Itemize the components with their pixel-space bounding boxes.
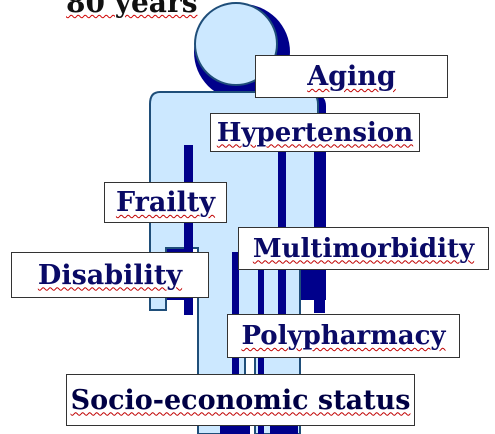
label-disability-text: Disability xyxy=(37,259,183,291)
label-frailty-text: Frailty xyxy=(115,187,216,218)
label-polypharmacy-text: Polypharmacy xyxy=(241,321,446,351)
label-hypertension: Hypertension xyxy=(210,113,420,152)
label-aging: Aging xyxy=(255,55,448,98)
label-multimorbidity: Multimorbidity xyxy=(238,227,489,270)
label-socio-economic-status: Socio-economic status xyxy=(66,374,415,426)
left-arm-bar xyxy=(184,145,193,315)
label-socio-economic-status-text: Socio-economic status xyxy=(70,384,411,416)
label-frailty: Frailty xyxy=(104,182,227,223)
label-hypertension-text: Hypertension xyxy=(216,117,414,148)
label-disability: Disability xyxy=(11,252,209,298)
label-polypharmacy: Polypharmacy xyxy=(227,314,460,358)
top-caption: 80 years xyxy=(66,0,198,19)
label-aging-text: Aging xyxy=(307,61,396,92)
label-multimorbidity-text: Multimorbidity xyxy=(252,233,475,264)
